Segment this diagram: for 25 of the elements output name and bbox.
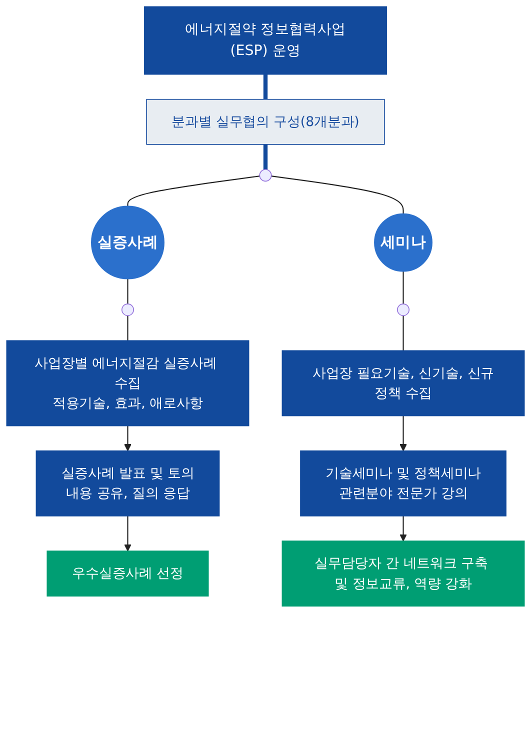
arrow <box>124 426 132 452</box>
node-box: 기술세미나 및 정책세미나 관련분야 전문가 강의 <box>300 450 506 516</box>
connector <box>402 316 404 351</box>
connector <box>263 74 268 100</box>
node-circle <box>121 303 134 316</box>
connector <box>271 176 404 214</box>
connector <box>127 316 128 341</box>
arrow <box>400 516 407 542</box>
arrow <box>400 416 407 452</box>
connector <box>402 271 404 304</box>
arrow <box>124 516 132 552</box>
connector <box>263 144 268 170</box>
node-circle <box>259 169 272 182</box>
connector <box>127 176 260 206</box>
node-box: 실무담당자 간 네트워크 구축 및 정보교류, 역량 강화 <box>282 540 525 607</box>
node-box: 사업장별 에너지절감 실증사례 수집 적용기술, 효과, 애로사항 <box>6 340 250 426</box>
node-box: 우수실증사례 선정 <box>46 550 209 597</box>
connector <box>127 278 128 304</box>
node-box: 에너지절약 정보협력사업(ESP) 운영 <box>144 6 387 75</box>
node-circle: 세미나 <box>374 213 432 272</box>
node-box: 분과별 실무협의 구성(8개분과) <box>146 98 385 145</box>
node-box: 사업장 필요기술, 신기술, 신규정책 수집 <box>282 350 525 416</box>
node-box: 실증사례 발표 및 토의 내용 공유, 질의 응답 <box>36 450 220 516</box>
node-circle: 실증사례 <box>91 206 164 280</box>
node-circle <box>397 303 410 316</box>
